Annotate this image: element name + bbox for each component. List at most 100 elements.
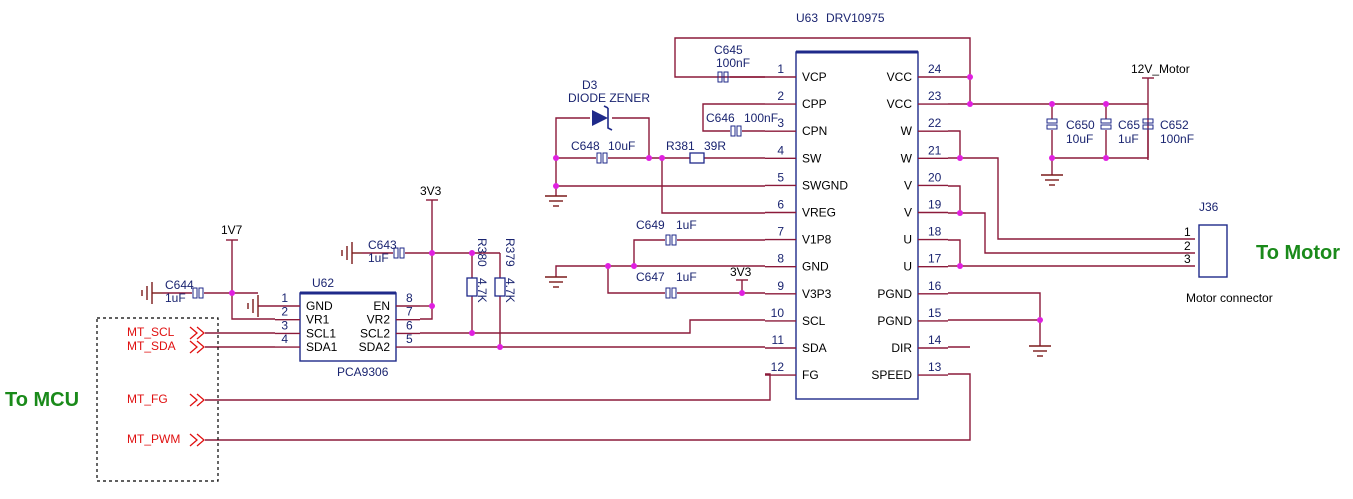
u62-pin-8-name: EN [373,299,390,313]
to-motor-label: To Motor [1256,242,1340,264]
r381-ref: R381 [666,139,695,153]
j36-name: Motor connector [1186,291,1273,305]
u63-pin-13-number: 13 [928,360,942,374]
u63-pin-17-number: 17 [928,252,942,266]
u63-pin-10-name: SCL [802,314,826,328]
u62-pin-3-name: SCL1 [306,326,336,340]
u63-pin-14-name: DIR [891,341,912,355]
u63-pin-1-name: VCP [802,70,827,84]
ground-icon [247,295,259,317]
r380-value: 4.7K [475,278,489,303]
u62-pin-1-number: 1 [281,291,288,305]
power-12v-label: 12V_Motor [1131,62,1190,76]
u63-pin-3-name: CPN [802,124,827,138]
u62-pin-5-name: SDA2 [359,340,391,354]
u63-pin-24-name: VCC [887,70,913,84]
u63-pin-18-number: 18 [928,225,942,239]
j36-pin-1: 1 [1184,225,1191,239]
u63-pin-19-number: 19 [928,198,942,212]
c649-value: 1uF [676,218,697,232]
capacitors [192,71,1154,299]
net-mt-fg: MT_FG [127,392,168,406]
ground-icon [341,242,362,264]
u63-pin-5-number: 5 [777,170,784,184]
c651-symbol [1100,118,1112,130]
u62-pin-7-name: VR2 [367,313,391,327]
c648-ref: C648 [571,139,600,153]
u62-pin-8-number: 8 [406,291,413,305]
c647-ref: C647 [636,270,665,284]
j36-body [1198,224,1228,278]
c651-ref: C65 [1118,118,1140,132]
u62-pin-4-number: 4 [281,332,288,346]
c646-symbol [730,125,742,137]
ground-icon [545,195,567,207]
ground-icon [141,282,162,304]
c643-symbol [393,247,405,259]
u62-pin-6-number: 6 [406,318,413,332]
mcu-interface-box [96,317,219,482]
r380-ref: R380 [475,238,489,267]
u63-pin-7-number: 7 [777,225,784,239]
u62-pin-5-number: 5 [406,332,413,346]
u63-pin-12-number: 12 [771,360,785,374]
ground-icon [1029,345,1051,357]
r379-value: 4.7K [503,278,517,303]
c643-ref: C643 [368,238,397,252]
u63-pin-13-name: SPEED [871,368,912,382]
u63-pin-4-name: SW [802,151,822,165]
c646-value: 100nF [744,111,778,125]
u63-left-pins: 1VCP2CPP3CPN4SW5SWGND6VREG7V1P88GND9V3P3… [765,62,848,382]
c647-symbol [665,287,677,299]
to-mcu-label: To MCU [5,389,79,411]
u62-pin-6-name: SCL2 [360,326,390,340]
u63-pin-7-name: V1P8 [802,233,832,247]
c652-symbol [1142,118,1154,130]
c648-symbol [596,152,608,164]
u63-pin-11-number: 11 [772,333,785,347]
u63-right-pins: 24VCC23VCC22W21W20V19V18U17U16PGND15PGND… [871,62,948,382]
ground-symbols [141,174,1063,357]
u63-pin-5-name: SWGND [802,178,848,192]
c648-value: 10uF [608,139,635,153]
u63-pin-20-number: 20 [928,170,942,184]
u63-pin-9-name: V3P3 [802,287,832,301]
u63-pin-19-name: V [904,206,912,220]
u62-ref: U62 [312,276,334,290]
u63-pin-15-number: 15 [928,306,942,320]
j36-ref: J36 [1199,200,1219,214]
c644-ref: C644 [165,278,194,292]
u62-pin-4-name: SDA1 [306,340,338,354]
u63-pin-23-number: 23 [928,89,942,103]
u63-pin-16-name: PGND [877,287,912,301]
u63-pin-6-name: VREG [802,206,836,220]
u63-pin-4-number: 4 [777,143,784,157]
c643-value: 1uF [368,251,389,265]
u63-pin-1-number: 1 [777,62,784,76]
c650-ref: C650 [1066,118,1095,132]
c652-value: 100nF [1160,132,1194,146]
r379-symbol [494,277,506,297]
u63-value: DRV10975 [826,11,885,25]
u63-pin-2-name: CPP [802,97,827,111]
power-1v7-label: 1V7 [221,223,243,237]
u63-pin-3-number: 3 [777,116,784,130]
u63-pin-21-number: 21 [928,143,942,157]
power-3v3-label: 3V3 [420,184,442,198]
c649-symbol [665,234,677,246]
c651-value: 1uF [1118,132,1139,146]
u62-pin-7-number: 7 [406,305,413,319]
u63-pin-22-number: 22 [928,116,942,130]
c644-symbol [192,287,204,299]
u63-pin-24-number: 24 [928,62,942,76]
u63-pin-21-name: W [901,151,913,165]
net-mt-sda: MT_SDA [127,339,176,353]
c652-ref: C652 [1160,118,1189,132]
u63-pin-8-number: 8 [777,252,784,266]
j36-pin-2: 2 [1184,239,1191,253]
power-symbols [226,77,1154,281]
junctions [229,74,1109,350]
